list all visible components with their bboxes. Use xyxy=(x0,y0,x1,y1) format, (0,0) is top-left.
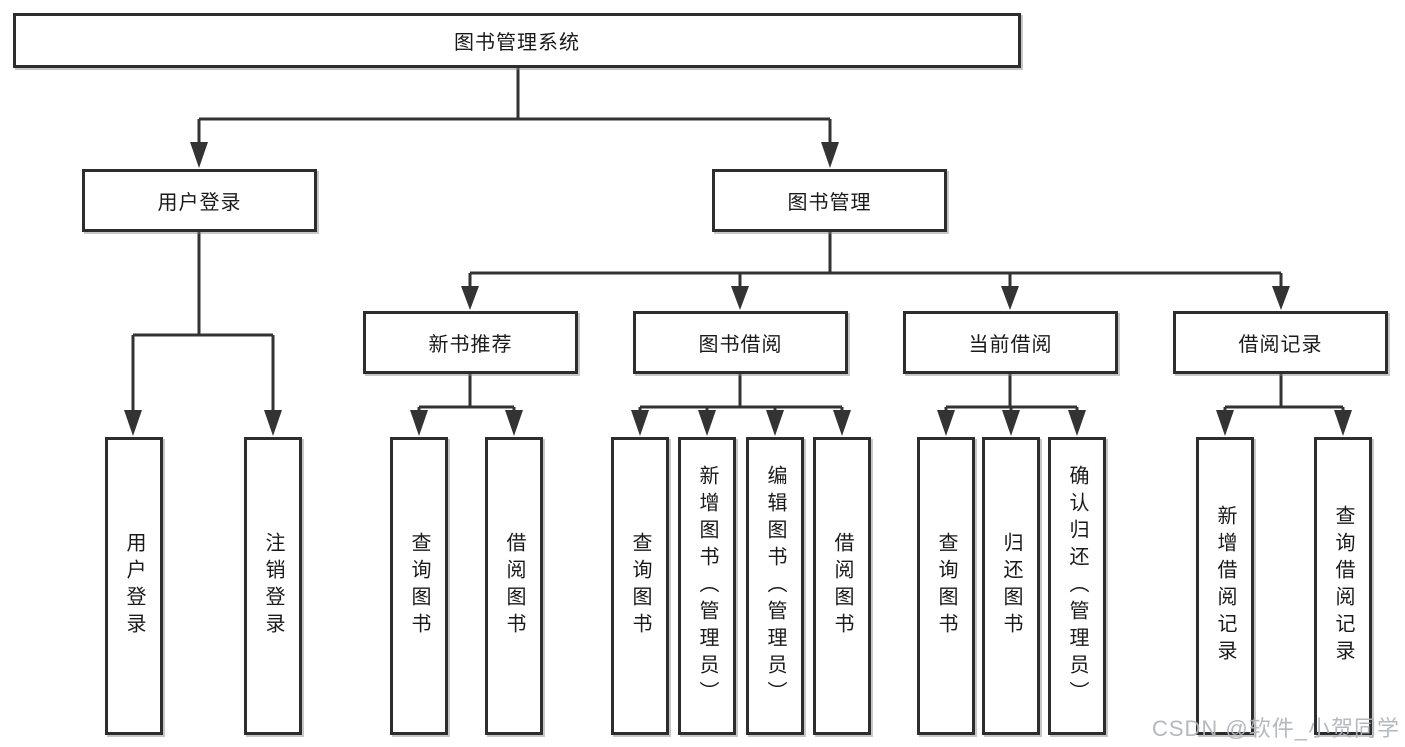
leaf-user-login: 用户登录 xyxy=(105,437,163,735)
leaf-current-query-books: 查询图书 xyxy=(917,437,975,735)
leaf-borrow-edit-books-admin: 编辑图书（管理员） xyxy=(746,437,804,735)
leaf-borrow-edit-books-admin-label: 编辑图书（管理员） xyxy=(764,464,786,708)
leaf-records-add-record-label: 新增借阅记录 xyxy=(1214,505,1236,667)
arrowheads xyxy=(124,142,1352,436)
node-book-borrow: 图书借阅 xyxy=(633,311,848,374)
node-new-book-recommend-label: 新书推荐 xyxy=(428,334,513,356)
leaf-borrow-borrow-books: 借阅图书 xyxy=(813,437,871,735)
leaf-borrow-add-books-admin: 新增图书（管理员） xyxy=(678,437,736,735)
leaf-logout: 注销登录 xyxy=(244,437,302,735)
node-user-login-label: 用户登录 xyxy=(157,192,242,214)
leaf-current-return-books: 归还图书 xyxy=(982,437,1040,735)
leaf-current-query-books-label: 查询图书 xyxy=(935,532,957,640)
node-user-login: 用户登录 xyxy=(82,169,317,232)
leaf-recommend-borrow-books-label: 借阅图书 xyxy=(503,532,525,640)
leaf-records-add-record: 新增借阅记录 xyxy=(1196,437,1254,735)
node-root: 图书管理系统 xyxy=(13,13,1021,68)
leaf-borrow-add-books-admin-label: 新增图书（管理员） xyxy=(696,464,718,708)
watermark: CSDN @软件_小贺同学 xyxy=(1151,716,1400,741)
leaf-records-query-record: 查询借阅记录 xyxy=(1314,437,1372,735)
node-book-borrow-label: 图书借阅 xyxy=(698,334,783,356)
node-borrow-records-label: 借阅记录 xyxy=(1238,334,1323,356)
leaf-borrow-query-books: 查询图书 xyxy=(611,437,669,735)
leaf-records-query-record-label: 查询借阅记录 xyxy=(1332,505,1354,667)
node-current-borrow: 当前借阅 xyxy=(903,311,1118,374)
leaf-recommend-query-books-label: 查询图书 xyxy=(408,532,430,640)
node-book-management: 图书管理 xyxy=(712,169,947,232)
leaf-current-confirm-return-admin: 确认归还（管理员） xyxy=(1048,437,1106,735)
node-book-management-label: 图书管理 xyxy=(787,192,872,214)
leaf-recommend-query-books: 查询图书 xyxy=(390,437,448,735)
leaf-borrow-borrow-books-label: 借阅图书 xyxy=(831,532,853,640)
node-borrow-records: 借阅记录 xyxy=(1173,311,1388,374)
leaf-user-login-label: 用户登录 xyxy=(123,532,145,640)
leaf-borrow-query-books-label: 查询图书 xyxy=(629,532,651,640)
node-root-label: 图书管理系统 xyxy=(454,32,580,54)
node-current-borrow-label: 当前借阅 xyxy=(968,334,1053,356)
leaf-recommend-borrow-books: 借阅图书 xyxy=(485,437,543,735)
leaf-current-return-books-label: 归还图书 xyxy=(1000,532,1022,640)
leaf-logout-label: 注销登录 xyxy=(262,532,284,640)
leaf-current-confirm-return-admin-label: 确认归还（管理员） xyxy=(1066,464,1088,708)
node-new-book-recommend: 新书推荐 xyxy=(363,311,578,374)
